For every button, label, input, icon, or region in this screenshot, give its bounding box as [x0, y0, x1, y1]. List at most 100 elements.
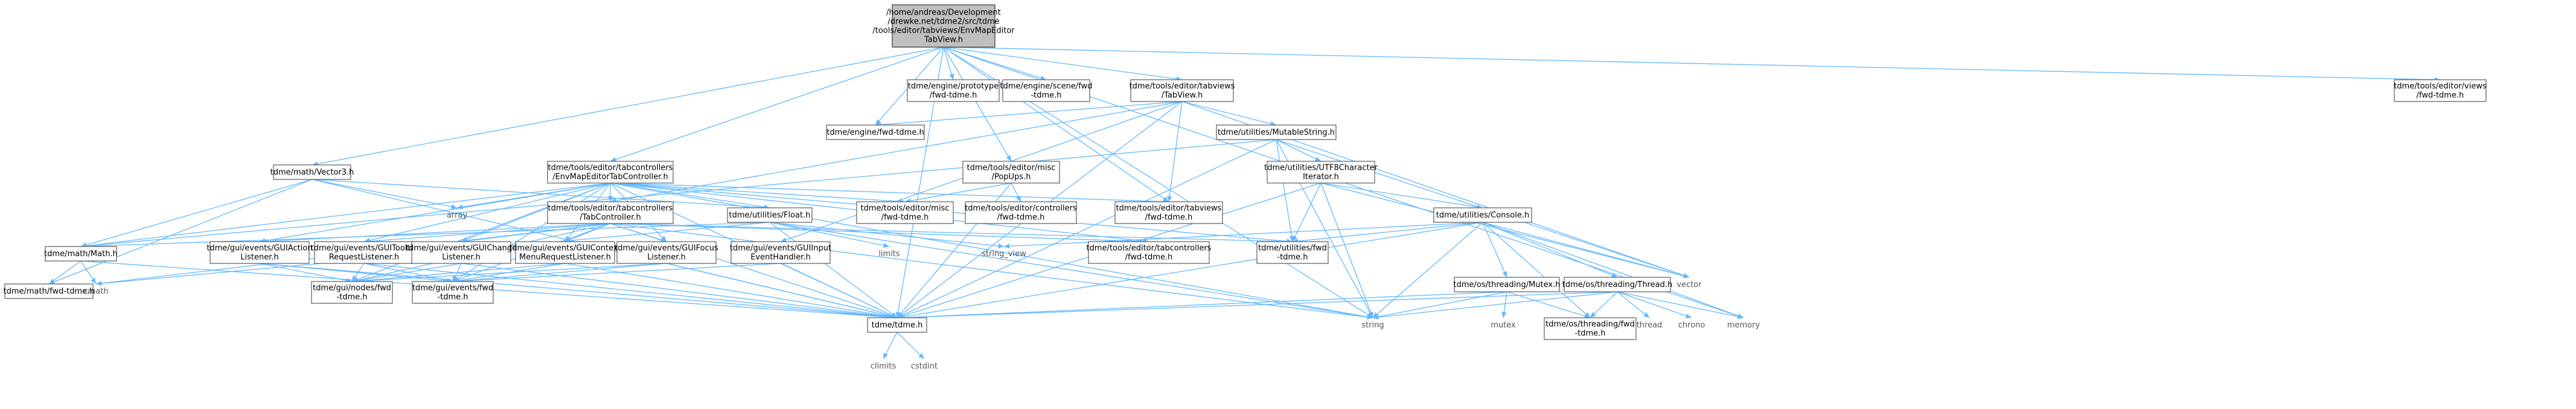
header-file-node-nodes-fwd[interactable]: tdme/gui/nodes/fwd-tdme.h	[311, 281, 393, 304]
include-edge-tdme-to-climits	[883, 332, 898, 359]
header-file-node-guitooltip[interactable]: tdme/gui/events/GUITooltipRequestListene…	[311, 241, 418, 264]
header-file-node-math[interactable]: tdme/math/Math.h	[44, 246, 118, 262]
include-edge-mutstring-to-util_fwd	[1276, 139, 1294, 242]
node-box	[1454, 277, 1560, 292]
node-label-line: cmath	[83, 287, 108, 296]
node-label-line: /fwd-tdme.h	[1125, 253, 1173, 262]
header-file-node-tabctrl[interactable]: tdme/tools/editor/tabcontrollers/TabCont…	[547, 201, 674, 224]
node-label-line: chrono	[1678, 321, 1705, 330]
include-edge-tabctrl-to-tdme	[610, 223, 898, 319]
node-label-line: /fwd-tdme.h	[1145, 213, 1193, 222]
system-header-node-limits: limits	[878, 250, 900, 259]
node-label-line: tdme/math/fwd-tdme.h	[3, 287, 94, 296]
node-box	[867, 317, 927, 333]
header-file-node-tdme[interactable]: tdme/tdme.h	[867, 317, 927, 333]
include-edge-guicontext-to-nodes_fwd	[351, 263, 566, 284]
header-file-node-views-fwd[interactable]: tdme/tools/editor/views/fwd-tdme.h	[2394, 79, 2487, 102]
include-edge-console-to-thread	[1482, 222, 1618, 278]
include-edge-vector3-to-array	[312, 179, 458, 210]
header-file-node-proto-fwd[interactable]: tdme/engine/prototype/fwd-tdme.h	[907, 79, 1000, 102]
include-edge-mutex-to-threading_fwd	[1506, 291, 1591, 319]
node-box	[1114, 201, 1223, 224]
include-edge-tabctrl-to-guiaction	[259, 223, 611, 244]
header-file-node-mutstring[interactable]: tdme/utilities/MutableString.h	[1216, 124, 1337, 140]
include-edge-root-to-vector3	[312, 47, 944, 167]
node-label-line: tdme/os/threading/Thread.h	[1562, 280, 1672, 289]
node-label-line: /drewke.net/tdme2/src/tdme	[887, 18, 999, 27]
node-box	[2394, 79, 2487, 102]
node-box	[892, 4, 996, 48]
header-file-node-events-fwd[interactable]: tdme/gui/events/fwd-tdme.h	[412, 281, 494, 304]
node-label-line: thread	[1637, 321, 1663, 330]
header-file-node-misc-fwd[interactable]: tdme/tools/editor/misc/fwd-tdme.h	[856, 201, 954, 224]
node-label-line: /TabController.h	[580, 213, 641, 222]
header-file-node-envctrl[interactable]: tdme/tools/editor/tabcontrollers/EnvMapE…	[547, 161, 674, 184]
system-header-node-array: array	[447, 211, 467, 220]
header-file-node-tabctrls-fwd[interactable]: tdme/tools/editor/tabcontrollers/fwd-tdm…	[1087, 241, 1212, 264]
node-box	[209, 241, 310, 264]
header-file-node-math-fwd[interactable]: tdme/math/fwd-tdme.h	[3, 283, 95, 299]
include-edge-utf8-to-util_fwd	[1292, 182, 1322, 242]
header-file-node-vector3[interactable]: tdme/math/Vector3.h	[270, 164, 354, 180]
include-edge-console-to-threading_fwd	[1482, 222, 1591, 318]
include-edge-mutex-to-tdme	[896, 291, 1507, 320]
system-header-node-climits: climits	[871, 362, 896, 371]
include-edge-math-to-cmath	[80, 260, 97, 285]
header-file-node-tabviews-fwd[interactable]: tdme/tools/editor/tabviews/fwd-tdme.h	[1114, 201, 1223, 224]
node-label-line: tdme/gui/events/fwd	[412, 284, 493, 293]
node-box	[45, 246, 117, 262]
include-edge-envctrl-to-misc_fwd	[610, 182, 906, 204]
node-box	[730, 241, 831, 264]
header-file-node-scene-fwd[interactable]: tdme/engine/scene/fwd-tdme.h	[1000, 79, 1093, 102]
include-edge-tabctrl-to-tabctrls_fwd	[610, 223, 1149, 244]
include-edge-envctrl-to-guitooltip	[363, 182, 611, 243]
include-edge-tabctrl-to-string	[610, 223, 1373, 320]
node-box	[411, 241, 511, 264]
system-header-node-cstdint: cstdint	[911, 362, 938, 371]
header-file-node-root[interactable]: /home/andreas/Development/drewke.net/tdm…	[872, 4, 1015, 48]
include-edge-vector3-to-math	[80, 179, 313, 248]
include-edge-guichange-to-tdme	[461, 263, 898, 320]
node-label-line: /tools/editor/tabviews/EnvMapEditor	[872, 27, 1015, 36]
node-label-line: tdme/os/threading/fwd	[1545, 320, 1635, 329]
header-file-node-threading-fwd[interactable]: tdme/os/threading/fwd-tdme.h	[1544, 317, 1637, 340]
include-edge-mutstring-to-utf8	[1276, 139, 1322, 162]
header-file-node-thread[interactable]: tdme/os/threading/Thread.h	[1562, 277, 1672, 292]
include-edge-tabview-to-tabctrl	[610, 101, 1183, 204]
node-label-line: /fwd-tdme.h	[930, 91, 977, 100]
node-label-line: tdme/math/Vector3.h	[270, 168, 354, 177]
system-header-node-string: string	[1361, 321, 1384, 330]
header-file-node-util-fwd[interactable]: tdme/utilities/fwd-tdme.h	[1256, 241, 1329, 264]
node-label-line: vector	[1676, 280, 1702, 289]
header-file-node-engine-fwd[interactable]: tdme/engine/fwd-tdme.h	[826, 124, 925, 140]
header-file-node-ctrls-fwd[interactable]: tdme/tools/editor/controllers/fwd-tdme.h	[965, 201, 1077, 224]
header-file-node-mutex[interactable]: tdme/os/threading/Mutex.h	[1454, 277, 1561, 292]
node-label-line: tdme/tools/editor/controllers	[965, 204, 1077, 213]
include-edge-thread-to-tdme	[896, 291, 1618, 320]
node-box	[826, 124, 925, 140]
header-file-node-tabview[interactable]: tdme/tools/editor/tabviews/TabView.h	[1130, 79, 1235, 102]
node-label-line: tdme/engine/fwd-tdme.h	[826, 128, 924, 137]
node-box	[1267, 161, 1375, 184]
header-file-node-console[interactable]: tdme/utilities/Console.h	[1433, 207, 1532, 223]
node-label-line: /fwd-tdme.h	[881, 213, 929, 222]
header-file-node-float[interactable]: tdme/utilities/Float.h	[727, 207, 813, 223]
include-edge-console-to-string_view	[1003, 222, 1483, 249]
node-box	[4, 283, 94, 299]
node-label-line: /EnvMapEditorTabController.h	[552, 173, 668, 182]
node-box	[515, 241, 615, 264]
include-edge-thread-to-threading_fwd	[1590, 291, 1618, 318]
include-edge-root-to-proto_fwd	[943, 47, 954, 80]
header-file-node-guicontext[interactable]: tdme/gui/events/GUIContextMenuRequestLis…	[509, 241, 621, 264]
node-label-line: /home/andreas/Development	[886, 8, 1001, 18]
header-file-node-popups[interactable]: tdme/tools/editor/misc/PopUps.h	[962, 161, 1060, 184]
node-label-line: -tdme.h	[336, 293, 367, 302]
include-edge-tdme-to-cstdint	[896, 332, 925, 359]
include-edge-thread-to-string	[1372, 291, 1618, 320]
node-label-line: tdme/tools/editor/tabcontrollers	[548, 164, 673, 173]
